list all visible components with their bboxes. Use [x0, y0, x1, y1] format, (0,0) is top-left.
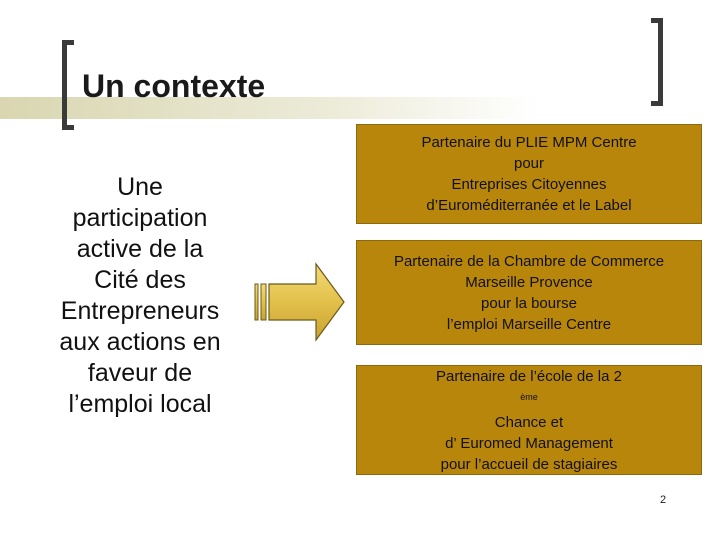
left-bracket-decoration — [62, 40, 74, 130]
box-line: pour la bourse — [481, 294, 577, 312]
page-number: 2 — [660, 494, 667, 506]
box-line-text: Partenaire de l’école de la 2 — [436, 367, 622, 385]
context-statement: Une participation active de la Cité des … — [38, 172, 242, 420]
box-line: l’emploi Marseille Centre — [446, 315, 612, 333]
box-line: Partenaire de la Chambre de Commerce — [393, 252, 665, 270]
box-line: Partenaire du PLIE MPM Centre — [421, 134, 637, 151]
right-arrow-icon — [254, 262, 345, 342]
context-line: participation — [72, 204, 208, 232]
box-line: d’Euroméditerranée et le Label — [426, 197, 632, 214]
context-line: l’emploi local — [68, 390, 212, 418]
partner-box-plie: Partenaire du PLIE MPM Centre pour Entre… — [356, 124, 702, 224]
box-line-text: Chance et — [494, 413, 564, 431]
box-line: Marseille Provence — [465, 273, 593, 291]
right-bracket-decoration — [651, 18, 663, 106]
context-line: faveur de — [87, 359, 193, 387]
box-line: d’ Euromed Management — [445, 434, 613, 452]
context-line: aux actions en — [59, 328, 221, 356]
ordinal-superscript: ème — [520, 391, 538, 402]
context-line: active de la — [76, 235, 204, 263]
box-line: Partenaire de l’école de la 2 ème Chance … — [357, 366, 701, 433]
page-title: Un contexte — [82, 68, 266, 104]
box-line: pour l’accueil de stagiaires — [440, 455, 618, 473]
partner-box-second-chance-school: Partenaire de l’école de la 2 ème Chance … — [356, 365, 702, 475]
partner-box-chamber-of-commerce: Partenaire de la Chambre de Commerce Mar… — [356, 240, 702, 345]
context-line: Une — [117, 173, 163, 201]
context-line: Cité des — [94, 266, 186, 294]
box-line: Entreprises Citoyennes — [451, 176, 607, 193]
box-line: pour — [513, 155, 545, 172]
context-line: Entrepreneurs — [60, 297, 220, 325]
title-band — [0, 97, 720, 119]
